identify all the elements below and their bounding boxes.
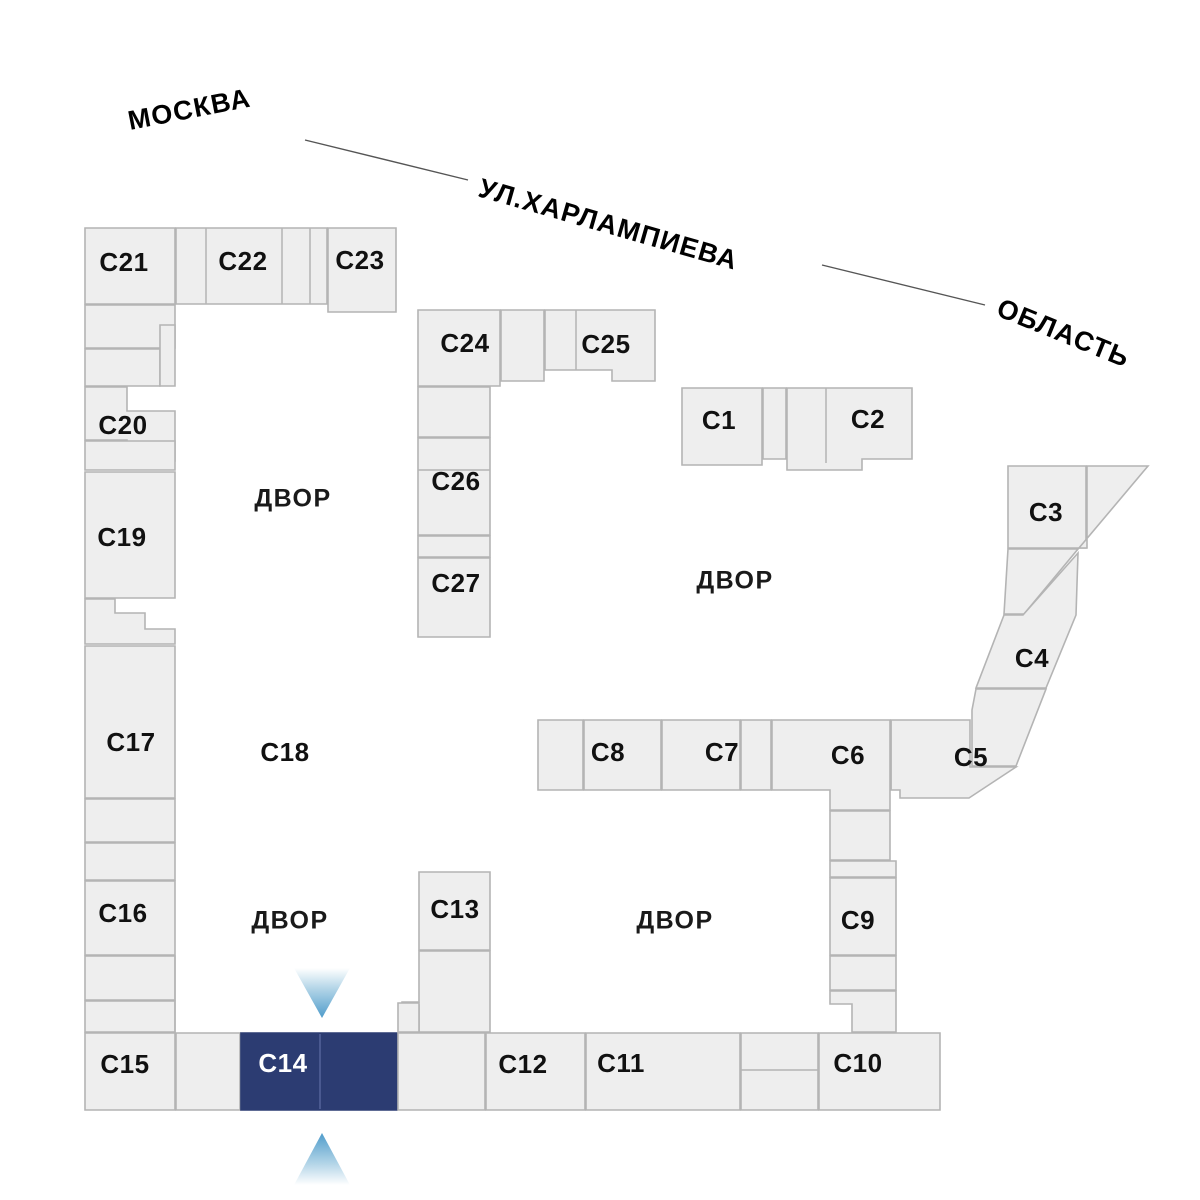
- leader-line-oblast: [821, 264, 986, 306]
- block-label-C10: C10: [833, 1048, 882, 1078]
- block-C14-shape[interactable]: [240, 1032, 398, 1111]
- block-group-south-west[interactable]: [84, 1032, 398, 1111]
- block-C4-shape[interactable]: [974, 550, 1079, 689]
- block-group-east-column[interactable]: [829, 810, 897, 1033]
- block-C3-right[interactable]: [1077, 465, 1150, 549]
- block-C4-lower[interactable]: [971, 688, 1048, 767]
- block-C7-shape[interactable]: [661, 719, 741, 791]
- block-label-C26: C26: [431, 466, 480, 496]
- block-C9-upper[interactable]: [829, 810, 891, 861]
- block-C16-lower-a[interactable]: [84, 955, 176, 1001]
- block-C10-shape[interactable]: [818, 1032, 941, 1111]
- block-C26-shape[interactable]: [417, 437, 491, 536]
- location-markers: [294, 968, 350, 1185]
- block-label-C1: C1: [702, 405, 736, 435]
- leader-line-moskva: [304, 139, 469, 181]
- yard-label-nw: ДВОР: [254, 485, 331, 513]
- block-west-step[interactable]: [84, 598, 176, 645]
- block-label-C5: C5: [954, 742, 988, 772]
- yard-labels: ДВОР ДВОР ДВОР ДВОР: [251, 485, 773, 935]
- block-C23-shape[interactable]: [327, 227, 397, 313]
- block-group-center-south[interactable]: [397, 871, 491, 1033]
- block-label-C4: C4: [1015, 643, 1049, 673]
- block-C7-right[interactable]: [740, 719, 772, 791]
- block-label-C23: C23: [335, 245, 384, 275]
- block-C9-lower-b[interactable]: [829, 990, 897, 1033]
- block-C25-shape[interactable]: [544, 309, 656, 382]
- block-label-C16: C16: [98, 898, 147, 928]
- block-C9-shape[interactable]: [829, 877, 897, 956]
- yard-label-se: ДВОР: [636, 907, 713, 935]
- marker-triangle-up-icon: [294, 1133, 350, 1185]
- block-label-C12: C12: [498, 1049, 547, 1079]
- block-label-C22: C22: [218, 246, 267, 276]
- block-group-center-north[interactable]: [417, 309, 656, 638]
- block-C12-shape[interactable]: [397, 1032, 486, 1111]
- block-label-C6: C6: [831, 740, 865, 770]
- block-C6-shape[interactable]: [771, 719, 891, 811]
- block-C20-lower[interactable]: [84, 440, 176, 471]
- block-C2-shape[interactable]: [786, 387, 913, 471]
- block-C19-shape[interactable]: [84, 471, 176, 599]
- block-label-C11: C11: [597, 1048, 645, 1078]
- block-C1-shape[interactable]: [681, 387, 763, 466]
- block-group-south[interactable]: [397, 1032, 941, 1111]
- marker-triangle-down-icon: [294, 968, 350, 1018]
- block-label-C3: C3: [1029, 497, 1063, 527]
- block-C12-right[interactable]: [485, 1032, 586, 1111]
- block-west-mid[interactable]: [84, 842, 176, 881]
- block-C8-left[interactable]: [537, 719, 584, 791]
- block-label-C8: C8: [591, 737, 625, 767]
- yard-label-sw: ДВОР: [251, 907, 328, 935]
- block-label-C21: C21: [99, 247, 148, 277]
- block-labels: C21 C22 C23 C24 C25 C26 C27 C20 C19 C17 …: [97, 245, 1063, 1079]
- block-C27-shape[interactable]: [417, 557, 491, 638]
- block-group-center-east[interactable]: [537, 719, 1019, 811]
- block-C24-shape[interactable]: [417, 309, 501, 387]
- block-label-C24: C24: [440, 328, 489, 358]
- block-label-C2: C2: [851, 404, 885, 434]
- block-C17-shape[interactable]: [84, 645, 176, 799]
- block-C27-upper[interactable]: [417, 535, 491, 558]
- block-C16-lower-b[interactable]: [84, 1000, 176, 1033]
- block-label-C20: C20: [98, 410, 147, 440]
- block-C24-right[interactable]: [500, 309, 545, 382]
- block-C1-right[interactable]: [762, 387, 787, 460]
- block-label-C15: C15: [100, 1049, 149, 1079]
- block-label-C18: C18: [260, 737, 309, 767]
- block-C8-shape[interactable]: [583, 719, 662, 791]
- block-label-C19: C19: [97, 522, 146, 552]
- block-C9-lower-a[interactable]: [829, 955, 897, 991]
- block-C11-shape[interactable]: [585, 1032, 741, 1111]
- block-C5-shape[interactable]: [890, 719, 1019, 799]
- block-C22-shape[interactable]: [175, 227, 328, 305]
- block-group-west[interactable]: [84, 304, 176, 1033]
- block-C13-shape[interactable]: [418, 871, 491, 951]
- block-label-C7: C7: [705, 737, 739, 767]
- block-C26-upper[interactable]: [417, 386, 491, 438]
- block-dividers-center-north: [418, 310, 577, 471]
- block-C13-foot[interactable]: [397, 1002, 420, 1033]
- block-C9-strip[interactable]: [829, 860, 897, 878]
- block-C15-right[interactable]: [175, 1032, 241, 1111]
- block-label-C17: C17: [106, 727, 155, 757]
- block-group-north-east[interactable]: [681, 387, 913, 471]
- block-dividers-north-west: [205, 228, 311, 304]
- yard-label-ne: ДВОР: [696, 567, 773, 595]
- block-C11-right[interactable]: [740, 1032, 819, 1111]
- block-group-north-west[interactable]: [84, 227, 397, 313]
- block-group-east[interactable]: [971, 465, 1150, 767]
- block-label-C27: C27: [431, 568, 480, 598]
- block-label-C9: C9: [841, 905, 875, 935]
- block-C16-shape[interactable]: [84, 880, 176, 956]
- block-label-C25: C25: [581, 329, 630, 359]
- block-C17-lower[interactable]: [84, 798, 176, 843]
- block-west-upper-c[interactable]: [159, 324, 176, 387]
- block-label-C13: C13: [430, 894, 479, 924]
- block-C21-shape[interactable]: [84, 227, 176, 305]
- block-label-C14: C14: [258, 1048, 307, 1078]
- block-C15-shape[interactable]: [84, 1032, 176, 1111]
- block-west-upper-b[interactable]: [84, 348, 161, 387]
